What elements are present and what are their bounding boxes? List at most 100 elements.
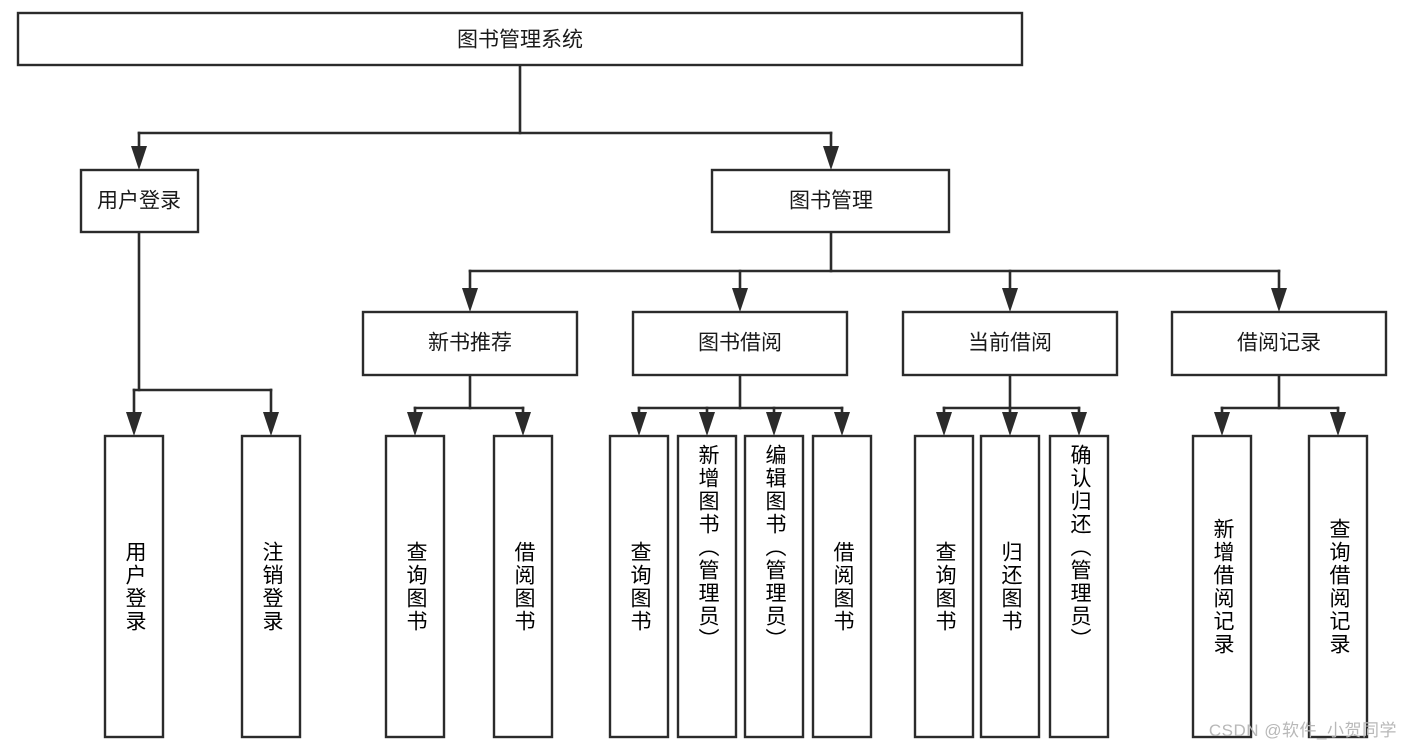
edge-group-current-borrow	[936, 373, 1087, 436]
node-leaf-query-record-box[interactable]	[1307, 434, 1369, 739]
arrow-cb-3-icon	[1071, 412, 1087, 436]
node-new-book-rec[interactable]: 新书推荐	[361, 310, 579, 377]
node-leaf-logout-login-box[interactable]	[240, 434, 302, 739]
node-leaf-query-book-a-label: 查询图书	[404, 540, 427, 633]
edge-group-new-book-rec	[407, 373, 531, 436]
node-leaf-query-book-b[interactable]	[608, 434, 670, 739]
node-book-borrow-label: 图书借阅	[698, 332, 782, 355]
node-user-login[interactable]: 用户登录	[79, 168, 200, 234]
arrow-bb-3-icon	[766, 412, 782, 436]
node-book-borrow-box[interactable]	[631, 310, 849, 377]
node-leaf-borrow-book-a-label: 借阅图书	[512, 540, 535, 633]
node-leaf-return-book[interactable]	[979, 434, 1041, 739]
arrow-bb-4-icon	[834, 412, 850, 436]
arrow-bm-to-borrow-record-icon	[1271, 288, 1287, 312]
node-leaf-user-login-textwrap: 用户登录	[123, 540, 146, 633]
node-book-manage[interactable]: 图书管理	[710, 168, 951, 234]
node-leaf-add-book[interactable]	[676, 434, 738, 739]
node-leaf-edit-book-label: 编辑图书（管理员）	[763, 444, 786, 651]
node-leaf-logout-login[interactable]	[240, 434, 302, 739]
node-leaf-query-book-b-textwrap: 查询图书	[628, 540, 651, 633]
arrow-bb-2-icon	[699, 412, 715, 436]
node-leaf-add-book-textwrap: 新增图书（管理员）	[696, 444, 719, 651]
node-book-manage-label: 图书管理	[789, 190, 873, 213]
node-root[interactable]: 图书管理系统	[16, 11, 1024, 67]
node-leaf-add-book-label: 新增图书（管理员）	[696, 444, 719, 651]
arrow-bm-to-new-book-icon	[462, 288, 478, 312]
node-current-borrow-box[interactable]	[901, 310, 1119, 377]
node-leaf-query-record-label: 查询借阅记录	[1327, 517, 1350, 656]
node-book-borrow[interactable]: 图书借阅	[631, 310, 849, 377]
node-leaf-add-record[interactable]	[1191, 434, 1253, 739]
edge-group-book-borrow	[631, 373, 850, 436]
arrow-bm-to-book-borrow-icon	[732, 288, 748, 312]
node-user-login-label: 用户登录	[97, 190, 181, 213]
node-leaf-query-book-a-textwrap: 查询图书	[404, 540, 427, 633]
arrow-nbr-right-icon	[515, 412, 531, 436]
node-leaf-query-book-c-label: 查询图书	[933, 540, 956, 633]
node-leaf-borrow-book-b[interactable]	[811, 434, 873, 739]
node-leaf-query-book-c-textwrap: 查询图书	[933, 540, 956, 633]
node-leaf-query-record-textwrap: 查询借阅记录	[1327, 517, 1350, 656]
edge-group-book-manage	[462, 230, 1287, 312]
node-leaf-query-book-c[interactable]	[913, 434, 975, 739]
node-leaf-return-book-box[interactable]	[979, 434, 1041, 739]
node-leaf-user-login-label: 用户登录	[123, 540, 146, 633]
node-leaf-borrow-book-a-textwrap: 借阅图书	[512, 540, 535, 633]
arrow-cb-1-icon	[936, 412, 952, 436]
node-leaf-add-record-box[interactable]	[1191, 434, 1253, 739]
arrow-nbr-left-icon	[407, 412, 423, 436]
node-leaf-query-book-a[interactable]	[384, 434, 446, 739]
node-leaf-edit-book-box[interactable]	[743, 434, 805, 739]
node-leaf-confirm-return[interactable]	[1048, 434, 1110, 739]
node-leaf-query-record[interactable]	[1307, 434, 1369, 739]
node-leaf-add-book-box[interactable]	[676, 434, 738, 739]
arrow-user-login-right-icon	[263, 412, 279, 436]
node-leaf-confirm-return-textwrap: 确认归还（管理员）	[1068, 444, 1091, 651]
node-root-box[interactable]	[16, 11, 1024, 67]
arrow-bb-1-icon	[631, 412, 647, 436]
node-leaf-confirm-return-label: 确认归还（管理员）	[1068, 444, 1091, 651]
arrow-root-to-user-login-icon	[131, 146, 147, 170]
node-leaf-query-book-a-box[interactable]	[384, 434, 446, 739]
node-user-login-box[interactable]	[79, 168, 200, 234]
arrow-root-to-book-manage-icon	[823, 146, 839, 170]
node-leaf-query-book-b-label: 查询图书	[628, 540, 651, 633]
arrow-bm-to-current-borrow-icon	[1002, 288, 1018, 312]
node-borrow-record-box[interactable]	[1170, 310, 1388, 377]
node-leaf-return-book-label: 归还图书	[999, 540, 1022, 633]
node-root-label: 图书管理系统	[457, 29, 583, 52]
node-new-book-rec-box[interactable]	[361, 310, 579, 377]
node-leaf-query-book-c-box[interactable]	[913, 434, 975, 739]
node-leaf-return-book-textwrap: 归还图书	[999, 540, 1022, 633]
node-current-borrow-label: 当前借阅	[968, 332, 1052, 355]
node-book-manage-box[interactable]	[710, 168, 951, 234]
node-leaf-confirm-return-box[interactable]	[1048, 434, 1110, 739]
node-leaf-add-record-label: 新增借阅记录	[1211, 517, 1234, 656]
node-leaf-query-book-b-box[interactable]	[608, 434, 670, 739]
node-leaf-user-login-box[interactable]	[103, 434, 165, 739]
node-leaf-borrow-book-a-box[interactable]	[492, 434, 554, 739]
node-leaf-logout-login-textwrap: 注销登录	[260, 540, 283, 633]
node-leaf-borrow-book-b-textwrap: 借阅图书	[831, 540, 854, 633]
arrow-br-right-icon	[1330, 412, 1346, 436]
node-leaf-edit-book[interactable]	[743, 434, 805, 739]
node-leaf-add-record-textwrap: 新增借阅记录	[1211, 517, 1234, 656]
node-leaf-borrow-book-b-box[interactable]	[811, 434, 873, 739]
node-leaf-edit-book-textwrap: 编辑图书（管理员）	[763, 444, 786, 651]
node-current-borrow[interactable]: 当前借阅	[901, 310, 1119, 377]
edge-group-root	[131, 63, 839, 170]
node-new-book-rec-label: 新书推荐	[428, 332, 512, 355]
node-borrow-record-label: 借阅记录	[1237, 332, 1321, 355]
edge-group-user-login	[126, 230, 279, 436]
edge-group-borrow-record	[1214, 373, 1346, 436]
arrow-user-login-left-icon	[126, 412, 142, 436]
node-leaf-borrow-book-b-label: 借阅图书	[831, 540, 854, 633]
node-leaf-borrow-book-a[interactable]	[492, 434, 554, 739]
node-borrow-record[interactable]: 借阅记录	[1170, 310, 1388, 377]
node-leaf-logout-login-label: 注销登录	[260, 540, 283, 633]
node-leaf-user-login[interactable]	[103, 434, 165, 739]
arrow-br-left-icon	[1214, 412, 1230, 436]
